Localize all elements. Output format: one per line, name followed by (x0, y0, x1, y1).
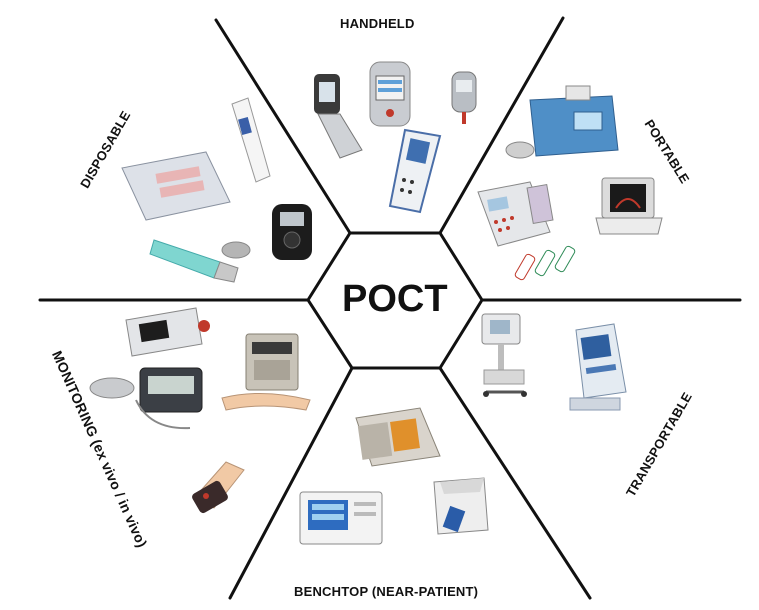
benchtop-devices (299, 407, 489, 545)
portable-ultrasound-icon (595, 177, 663, 235)
vital-signs-monitor-icon (125, 307, 210, 357)
cartridge-analyzer-icon (433, 477, 489, 535)
handheld-scanner-icon (388, 128, 442, 214)
handheld-label: HANDHELD (340, 16, 415, 31)
wearable-monitor-icon (89, 367, 203, 430)
portable-devices (477, 85, 663, 281)
benchtop-analyzer-icon (355, 407, 441, 467)
portable-printer-analyzer-icon (505, 85, 619, 159)
keypad-analyzer-icon (477, 181, 554, 247)
test-cartridges-icon (514, 245, 576, 281)
divider-top-right (438, 16, 565, 235)
handheld-analyzer-icon (369, 61, 411, 127)
divider-lines (38, 16, 742, 600)
divider-bottom-right (438, 366, 592, 600)
usb-test-stick-icon (149, 239, 251, 283)
divider-top-left (214, 18, 352, 235)
divider-bottom-left (228, 366, 354, 600)
handheld-devices (314, 61, 477, 214)
test-card-icon (121, 151, 231, 221)
benchtop-label: BENCHTOP (NEAR-PATIENT) (294, 584, 479, 599)
monitoring-devices (89, 307, 311, 514)
cart-mounted-unit-icon (481, 313, 527, 397)
finger-pulse-oximeter-icon (192, 461, 245, 514)
infusion-monitor-icon (221, 333, 311, 411)
transportable-devices (481, 313, 627, 411)
center-label: POCT (342, 278, 448, 320)
a1c-test-reader-icon (272, 204, 312, 260)
pregnancy-test-stick-icon (231, 97, 271, 183)
center-hexagon (306, 231, 484, 370)
flip-glucose-meter-icon (314, 74, 363, 159)
trolley-analyzer-icon (569, 323, 627, 411)
disposable-devices (121, 97, 312, 283)
touchscreen-analyzer-icon (299, 491, 383, 545)
compact-glucose-meter-icon (451, 71, 477, 124)
